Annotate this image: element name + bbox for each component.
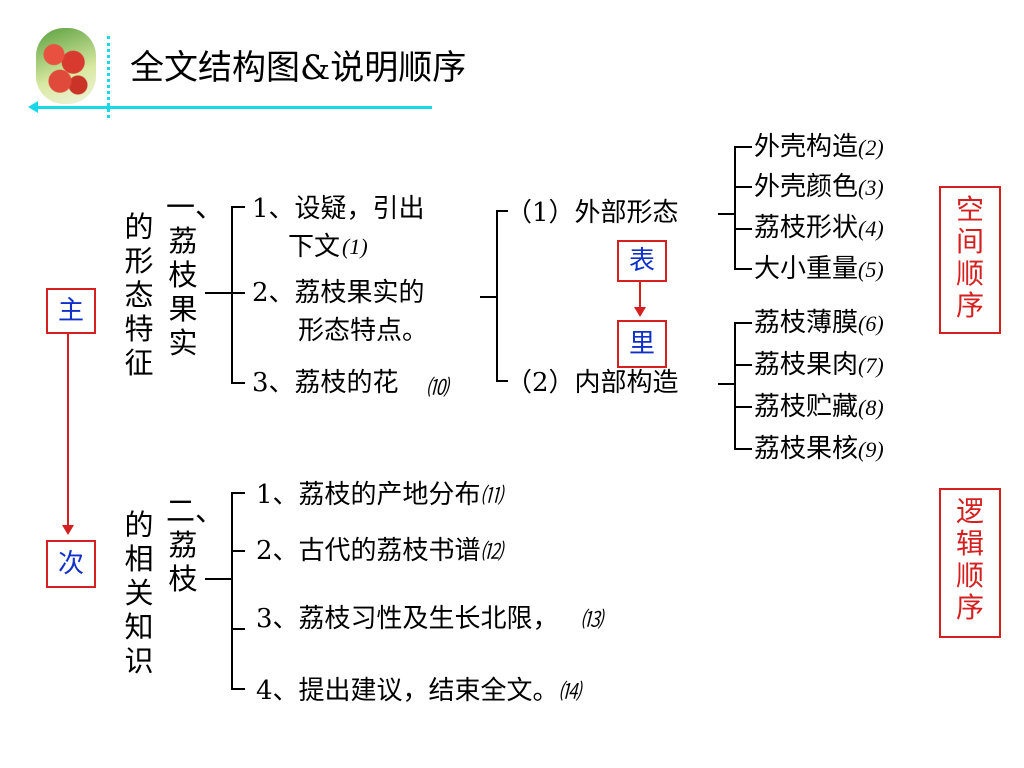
external-tick4 <box>734 268 752 270</box>
part2-item1: 1、荔枝的产地分布⑾ <box>256 480 503 511</box>
internal-item3-text: 荔枝贮藏 <box>754 392 859 422</box>
part2-heading-left: 的相关知识 <box>124 508 154 678</box>
part2-tick3 <box>231 628 245 630</box>
internal-item1-text: 荔枝薄膜 <box>754 308 859 338</box>
part1-item1-line2: 下文 <box>288 232 341 262</box>
part2-heading-right: 二、荔枝 <box>166 494 225 596</box>
part1-heading-left: 的形态特征 <box>124 210 154 380</box>
secondary-label-box: 次 <box>46 540 96 588</box>
internal-item1-num: (6) <box>858 311 884 336</box>
part2-tick2 <box>231 550 245 552</box>
part2-item2: 2、古代的荔枝书谱⑿ <box>256 536 503 567</box>
part1-item1-num: (1) <box>342 234 368 259</box>
logical-order-label: 逻辑顺序 <box>955 495 984 624</box>
structure-bracket <box>496 210 498 382</box>
part2-item4-num: ⒁ <box>558 679 581 704</box>
part1-tick3 <box>231 382 245 384</box>
part2-tick4 <box>231 688 245 690</box>
structure-connector <box>480 296 498 298</box>
internal-item3-num: (8) <box>858 395 884 420</box>
surface-to-inside-arrowhead <box>634 307 646 317</box>
external-item3-text: 荔枝形状 <box>754 213 859 243</box>
part1-connector <box>205 292 233 294</box>
internal-structure-label: （2）内部构造 <box>506 368 679 398</box>
underline-arrowhead <box>28 101 38 113</box>
internal-tick3 <box>734 406 752 408</box>
external-tick3 <box>734 228 752 230</box>
primary-label-box: 主 <box>46 288 96 334</box>
external-item3: 荔枝形状(4) <box>754 213 884 244</box>
external-tick1 <box>734 146 752 148</box>
external-item3-num: (4) <box>858 216 884 241</box>
external-item4-num: (5) <box>858 257 884 282</box>
part2-connector <box>205 578 233 580</box>
internal-tick1 <box>734 322 752 324</box>
part2-item3-text: 3、荔枝习性及生长北限， <box>256 604 559 634</box>
spatial-order-box: 空间顺序 <box>939 186 1001 334</box>
internal-tick2 <box>734 364 752 366</box>
internal-item4-num: (9) <box>858 437 884 462</box>
surface-to-inside-arrow-line <box>639 280 641 310</box>
external-item4: 大小重量(5) <box>754 254 884 285</box>
internal-item4-text: 荔枝果核 <box>754 434 859 464</box>
header-dotted-divider <box>107 36 110 118</box>
page-title: 全文结构图&说明顺序 <box>130 48 467 88</box>
external-item1-text: 外壳构造 <box>754 132 859 162</box>
part1-item1-line1: 1、设疑，引出 <box>252 194 425 224</box>
part2-item2-text: 2、古代的荔枝书谱 <box>256 536 481 566</box>
part2-item1-num: ⑾ <box>480 483 503 508</box>
internal-item2: 荔枝果肉(7) <box>754 350 884 381</box>
part2-item3-num: ⒀ <box>580 607 603 632</box>
internal-item3: 荔枝贮藏(8) <box>754 392 884 423</box>
part2-item2-num: ⑿ <box>480 539 503 564</box>
part2-item4-text: 4、提出建议，结束全文。 <box>256 676 559 706</box>
spatial-order-label: 空间顺序 <box>955 193 984 322</box>
part1-item2-line1: 2、荔枝果实的 <box>252 278 425 308</box>
internal-item4: 荔枝果核(9) <box>754 434 884 465</box>
primary-to-secondary-arrow-line <box>67 332 69 528</box>
inside-label-box: 里 <box>617 320 667 368</box>
part2-tick1 <box>231 492 245 494</box>
external-bracket <box>734 146 736 270</box>
internal-item2-text: 荔枝果肉 <box>754 350 859 380</box>
external-item1-num: (2) <box>858 135 884 160</box>
title-underline <box>36 106 432 109</box>
part1-item3-num: ⑽ <box>426 375 449 400</box>
external-item2: 外壳颜色(3) <box>754 172 884 203</box>
part2-item4: 4、提出建议，结束全文。⒁ <box>256 676 581 707</box>
internal-item1: 荔枝薄膜(6) <box>754 308 884 339</box>
structure-tick-top <box>496 210 508 212</box>
part1-item2-line2: 形态特点。 <box>298 316 429 346</box>
part2-item1-text: 1、荔枝的产地分布 <box>256 480 481 510</box>
internal-item2-num: (7) <box>858 353 884 378</box>
part1-bracket <box>231 206 233 384</box>
external-form-label: （1）外部形态 <box>506 198 679 228</box>
logical-order-box: 逻辑顺序 <box>939 488 1001 638</box>
external-tick2 <box>734 186 752 188</box>
internal-bracket <box>734 322 736 450</box>
external-item2-text: 外壳颜色 <box>754 172 859 202</box>
part1-tick1 <box>231 206 245 208</box>
internal-tick4 <box>734 448 752 450</box>
surface-label-box: 表 <box>617 240 667 282</box>
part1-heading-right: 一、荔枝果实 <box>166 190 225 360</box>
part2-item3: 3、荔枝习性及生长北限， ⒀ <box>256 604 603 635</box>
internal-connector <box>718 383 736 385</box>
logo-image <box>36 28 96 104</box>
external-item4-text: 大小重量 <box>754 254 859 284</box>
structure-tick-bottom <box>496 380 508 382</box>
primary-to-secondary-arrowhead <box>62 525 74 535</box>
external-item1: 外壳构造(2) <box>754 132 884 163</box>
external-item2-num: (3) <box>858 175 884 200</box>
external-connector <box>718 213 736 215</box>
part1-tick2 <box>231 292 245 294</box>
part2-bracket <box>231 492 233 690</box>
part1-item3-text: 3、荔枝的花 <box>252 368 399 398</box>
